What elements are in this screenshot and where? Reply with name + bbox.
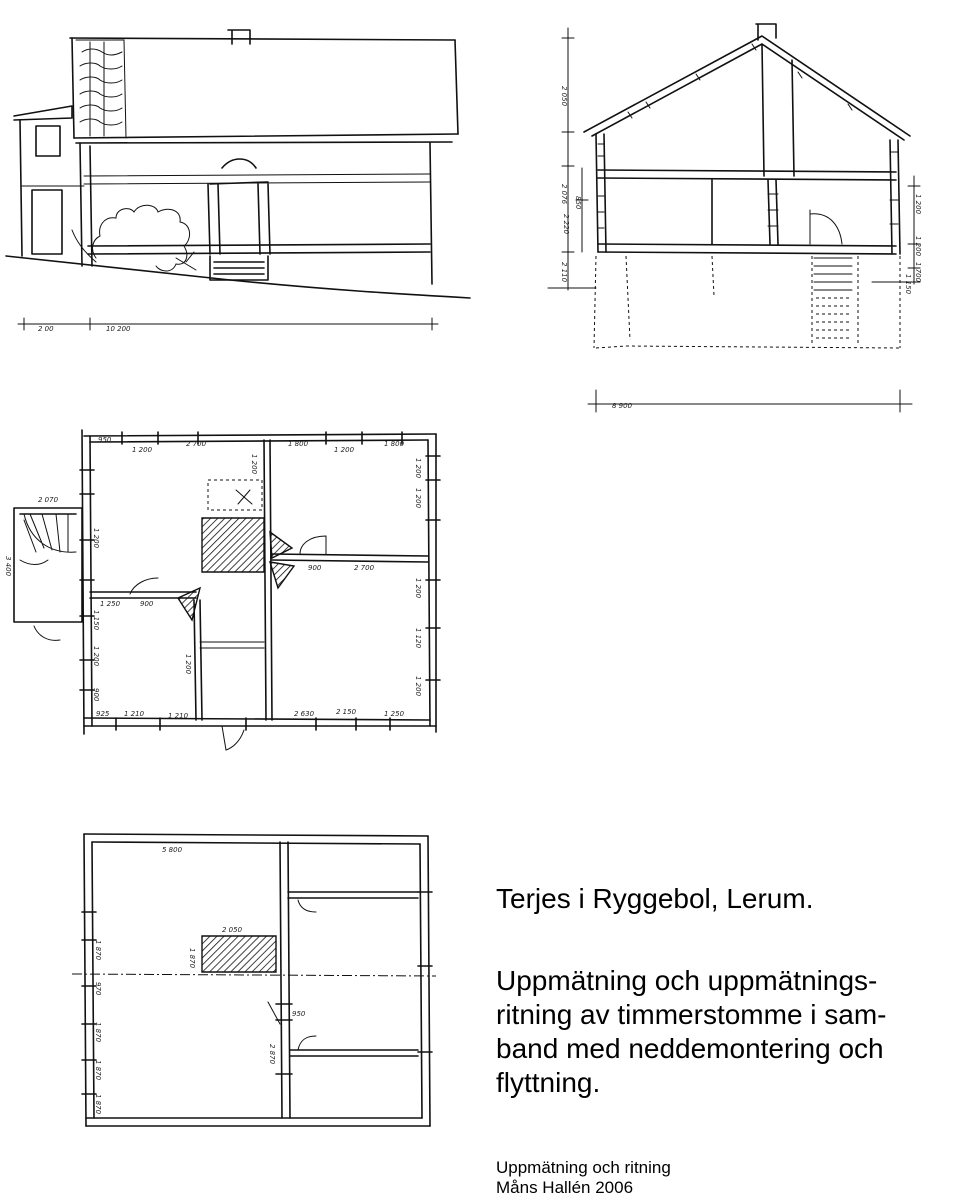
plan1-dim-left-3: 900 — [92, 688, 100, 702]
plan1-dim-bottom-3: 2 630 — [294, 710, 315, 718]
cross-section: 2 050 2 076 2 220 850 1 200 1 200 1 700 … — [540, 0, 922, 420]
plan1-dim-porch: 2 070 — [38, 496, 59, 504]
plan2-interior-walls — [72, 842, 436, 1118]
plan1-dim-left-4: 1 200 — [92, 528, 100, 549]
plan1-outer-walls — [82, 430, 436, 734]
plan1-dim-int-1: 2 700 — [354, 564, 375, 572]
section-dim-right-1: 1 200 — [914, 194, 922, 215]
plan2-dim-int-0: 950 — [292, 1010, 306, 1018]
section-vertical-dim-labels: 2 050 2 076 2 220 850 1 200 1 200 1 700 … — [560, 86, 922, 295]
credit-line: Måns Hallén 2006 — [496, 1178, 634, 1197]
plan2-stove — [202, 936, 276, 972]
plan1-dim-hall: 1 250 — [100, 600, 121, 608]
floor-plan-ground: 950 1 200 2 700 1 800 1 200 1 800 2 070 … — [4, 420, 460, 760]
drawing-title: Terjes i Ryggebol, Lerum. — [496, 883, 814, 914]
section-dim-sill: 850 — [574, 196, 582, 210]
plan2-outer-walls — [84, 834, 430, 1126]
plan1-dim-bottom-0: 925 — [96, 710, 110, 718]
section-dim-right-2: 1 200 — [914, 236, 922, 257]
description-line: band med neddemontering och — [496, 1033, 884, 1064]
plan1-dim-hall-2: 900 — [140, 600, 154, 608]
section-horizontal-dimension: 8 900 — [588, 390, 912, 412]
facade-wall — [72, 143, 432, 284]
plan2-dim-left-2: 970 — [94, 982, 102, 996]
plan1-dim-bottom-1: 1 210 — [124, 710, 145, 718]
description-line: ritning av timmerstomme i sam- — [496, 999, 887, 1030]
facade-roof — [70, 30, 458, 143]
section-walls — [596, 134, 900, 254]
plan1-dim-right-3: 1 120 — [414, 628, 422, 649]
section-roof — [584, 24, 910, 176]
facade-dim-left: 2 00 — [38, 325, 54, 333]
plan2-dim-left-5: 1 870 — [94, 1094, 102, 1115]
plan1-dim-bottom-5: 1 250 — [384, 710, 405, 718]
drawing-description: Uppmätning och uppmätnings- ritning av t… — [496, 964, 958, 1100]
plan1-interior-walls — [90, 440, 428, 720]
facade-elevation: 2 00 10 200 — [0, 0, 480, 333]
plan1-dim-top-4: 1 200 — [334, 446, 355, 454]
section-dim-floor: 2 220 — [562, 214, 570, 235]
plan1-dim-bottom-2: 1 210 — [168, 712, 189, 720]
section-dim-roof: 2 050 — [560, 86, 568, 107]
plan1-door-swings — [34, 536, 326, 750]
plan1-porch-stair — [14, 508, 82, 622]
section-foundation — [548, 256, 920, 348]
section-dim-wall: 2 076 — [560, 184, 568, 205]
plan2-dim-left-1: 1 870 — [94, 940, 102, 961]
floor-plan-upper: 5 800 2 050 1 870 1 870 970 1 870 1 870 … — [60, 826, 440, 1136]
plan1-dim-bottom-4: 2 150 — [336, 708, 357, 716]
plan2-dim-stove: 2 050 — [222, 926, 243, 934]
plan1-dim-right-0: 1 200 — [414, 458, 422, 479]
plan2-dim-left-3: 1 870 — [94, 1022, 102, 1043]
section-dim-base: 2 110 — [560, 262, 568, 283]
plan1-dim-int-2: 1 200 — [250, 454, 258, 475]
facade-dim-right: 10 200 — [106, 325, 131, 333]
plan1-stoves — [178, 480, 294, 620]
credit-line: Uppmätning och ritning — [496, 1158, 671, 1177]
facade-dimension-line: 2 00 10 200 — [18, 318, 438, 333]
drawing-credit: Uppmätning och ritning Måns Hallén 2006 — [496, 1158, 671, 1198]
section-dim-width: 8 900 — [612, 402, 633, 410]
plan2-dim-stove-depth: 1 870 — [188, 948, 196, 969]
plan1-dim-porch-height: 3 400 — [4, 556, 12, 577]
plan1-dim-int-0: 900 — [308, 564, 322, 572]
section-vertical-dimensions — [562, 28, 920, 290]
section-dim-right-3: 1 700 — [914, 262, 922, 283]
plan1-dim-right-2: 1 200 — [414, 578, 422, 599]
plan2-dim-labels: 5 800 2 050 1 870 1 870 970 1 870 1 870 … — [94, 846, 306, 1115]
plan1-dim-top-5: 1 800 — [384, 440, 405, 448]
plan1-dim-right-1: 1 200 — [414, 488, 422, 509]
plan2-dim-int-1: 2 870 — [268, 1044, 276, 1065]
plan2-dim-top: 5 800 — [162, 846, 183, 854]
plan1-dim-left-1: 1 150 — [92, 610, 100, 631]
plan1-dim-int-3: 1 200 — [184, 654, 192, 675]
facade-ground — [6, 256, 470, 298]
facade-leanto — [14, 106, 84, 256]
plan1-wall-ticks — [80, 432, 440, 730]
plan1-dim-top-2: 2 700 — [186, 440, 207, 448]
plan1-dim-right-4: 1 200 — [414, 676, 422, 697]
plan1-dim-top-1: 1 200 — [132, 446, 153, 454]
plan2-wall-ticks — [82, 892, 432, 1094]
plan1-dim-left-2: 1 200 — [92, 646, 100, 667]
description-line: Uppmätning och uppmätnings- — [496, 965, 878, 996]
description-line: flyttning. — [496, 1067, 601, 1098]
plan2-dim-left-4: 1 870 — [94, 1060, 102, 1081]
plan1-dim-top-0: 950 — [98, 436, 112, 444]
plan1-dim-top-3: 1 800 — [288, 440, 309, 448]
section-dim-right-4: 1 150 — [904, 274, 912, 295]
plan1-dim-labels: 950 1 200 2 700 1 800 1 200 1 800 2 070 … — [4, 436, 422, 720]
